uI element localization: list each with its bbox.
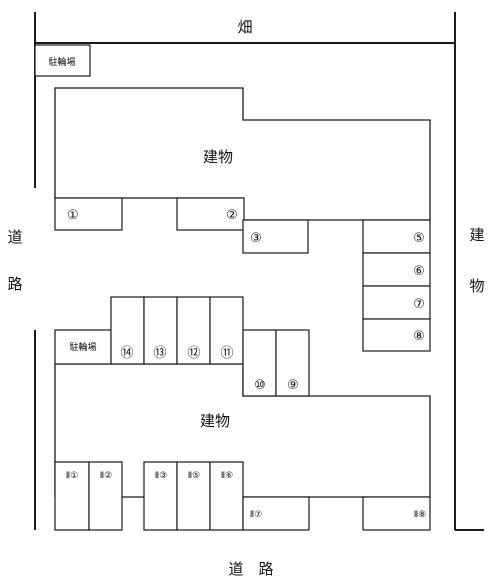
- parking-space-9-label: ⑨: [287, 378, 299, 393]
- parking-space-5-label: ⑤: [413, 231, 425, 246]
- upper-building-label: 建物: [203, 148, 233, 166]
- parking-space-6: [362, 252, 431, 287]
- parking-space-12: [176, 296, 211, 365]
- parking-space-ii-6-label: Ⅱ⑥: [221, 471, 234, 481]
- parking-space-12-label: ⑫: [187, 346, 200, 361]
- parking-space-7: [362, 285, 431, 320]
- parking-space-1-label: ①: [67, 208, 79, 223]
- parking-space-2: [176, 197, 245, 231]
- road-bottom-label: 道 路: [228, 560, 273, 577]
- building-right-label-top: 建: [469, 226, 484, 244]
- site-boundary-lines: [34, 12, 484, 531]
- parking-space-ii-7: [242, 496, 310, 531]
- road-left-label-bottom: 路: [7, 275, 22, 293]
- parking-space-9: [275, 329, 310, 397]
- parking-space-14: [110, 296, 145, 365]
- parking-space-3-label: ③: [250, 231, 262, 246]
- parking-space-ii-3-label: Ⅱ③: [155, 471, 168, 481]
- parking-space-ii-2: [88, 461, 123, 531]
- parking-space-3: [242, 219, 309, 254]
- parking-space-11-label: ⑪: [220, 346, 233, 361]
- parking-space-ii-6: [209, 461, 244, 531]
- parking-space-10-label: ⑩: [254, 378, 266, 393]
- parking-space-2-label: ②: [226, 208, 238, 223]
- parking-space-1: [54, 197, 123, 231]
- bike-parking-upper: [34, 44, 91, 77]
- building-right-label-bottom: 物: [469, 277, 484, 295]
- parking-space-ii-3: [143, 461, 178, 531]
- bike-parking-upper-label: 駐輪場: [48, 56, 75, 68]
- parking-space-ii-5-label: Ⅱ⑤: [188, 471, 201, 481]
- bike-parking-lower-label: 駐輪場: [69, 341, 96, 353]
- parking-space-ii-2-label: Ⅱ②: [100, 471, 113, 481]
- parking-space-ii-7-label: Ⅱ⑦: [250, 510, 263, 520]
- parking-space-ii-8-label: Ⅱ⑧: [414, 510, 427, 520]
- parking-space-ii-8: [362, 496, 431, 531]
- parking-space-8-label: ⑧: [413, 329, 425, 344]
- parking-space-7-label: ⑦: [413, 297, 425, 312]
- lower-building-label: 建物: [200, 412, 230, 430]
- parking-space-13-label: ⑬: [153, 346, 166, 361]
- parking-space-14-label: ⑭: [120, 346, 133, 361]
- parking-space-6-label: ⑥: [413, 264, 425, 279]
- parking-space-8: [362, 318, 431, 352]
- parking-space-10: [242, 329, 277, 397]
- parking-space-ii-1-label: Ⅱ①: [66, 471, 79, 481]
- road-left-label-top: 道: [7, 228, 22, 246]
- field-label: 畑: [237, 18, 252, 36]
